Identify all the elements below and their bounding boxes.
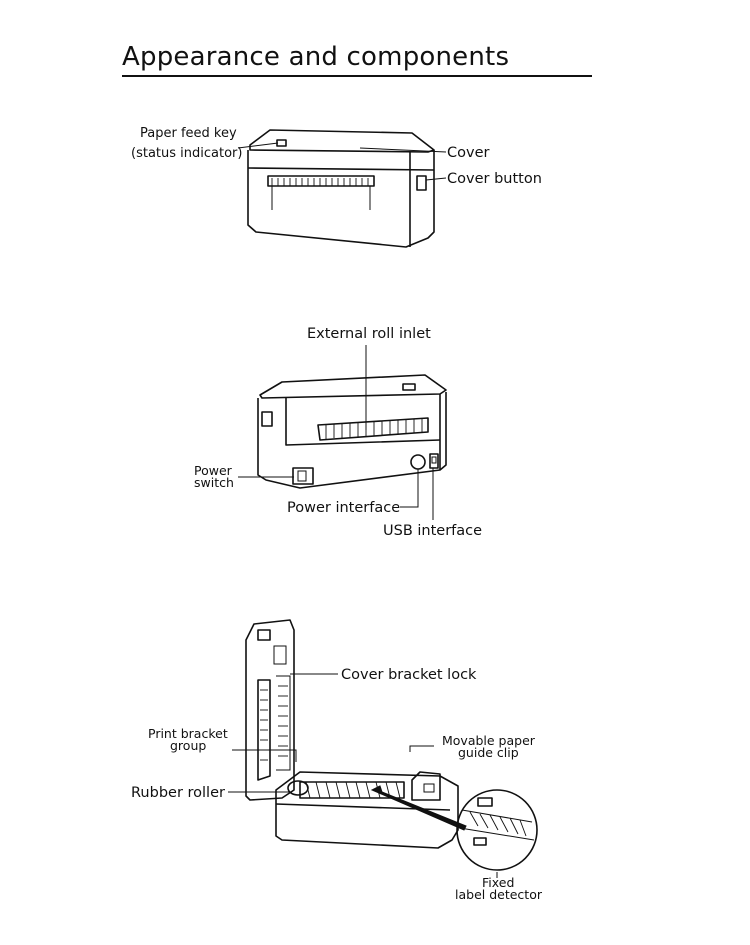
label-cover-bracket-lock: Cover bracket lock [341,667,477,683]
cover-button [416,175,427,191]
label-usb-interface: USB interface [383,523,482,539]
printer-open-view [245,619,467,849]
label-fixed: Fixed [482,875,514,890]
label-rubber-roller: Rubber roller [131,785,225,801]
label-cover: Cover [447,145,489,161]
label-cover-button: Cover button [447,171,542,187]
front-paper-slot [267,175,375,187]
detector-arrow [370,785,467,831]
label-power-interface: Power interface [287,500,400,516]
power-port [410,454,426,470]
label-paper-feed-key: Paper feed key [140,126,237,141]
label-status-indicator: (status indicator) [131,146,242,161]
rear-feed-key [402,383,416,391]
label-switch: switch [194,475,234,490]
power-switch [292,467,314,485]
rear-side-latch [261,411,273,427]
printer-rear-view [257,374,447,489]
usb-port [429,453,439,469]
page-title: Appearance and components [122,42,510,72]
title-underline [122,75,592,77]
rear-roll-inlet-slot [317,417,429,441]
label-label-detector: label detector [455,887,543,902]
label-movable-paper: Movable paper [442,733,536,748]
label-external-roll-inlet: External roll inlet [307,326,431,342]
label-detector-zoom [456,789,538,871]
rubber-roller [287,780,309,796]
printer-front-view [247,129,435,248]
label-print-bracket: Print bracket [148,726,228,741]
label-guide-clip: guide clip [458,745,519,760]
movable-paper-guide [411,771,441,801]
label-group: group [170,738,206,753]
label-power: Power [194,463,233,478]
paper-feed-key [276,139,287,147]
